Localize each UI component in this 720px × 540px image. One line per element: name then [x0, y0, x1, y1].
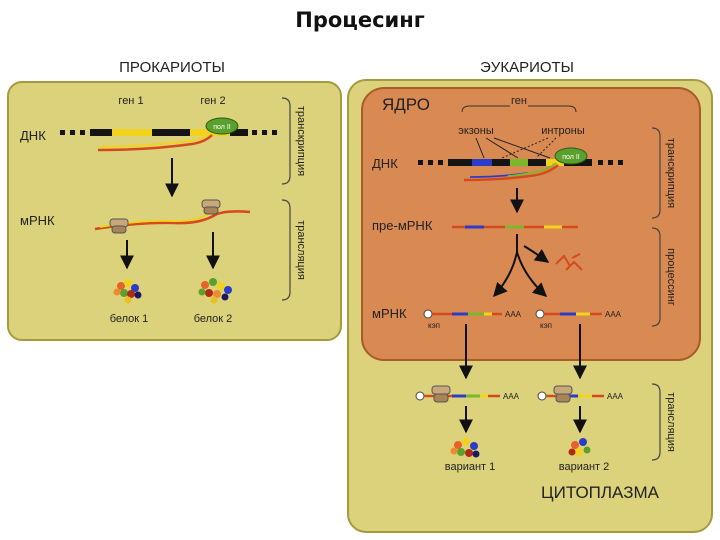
- translation-label: трансляция: [295, 220, 307, 280]
- protein2-label: белок 2: [194, 313, 233, 325]
- cap-label-2: кэп: [540, 321, 552, 330]
- slide-title: Процесинг: [295, 8, 425, 32]
- variant2-protein: [568, 438, 591, 456]
- gene-label: ген: [511, 95, 527, 107]
- gene1-label: ген 1: [118, 95, 143, 107]
- eukaryote-polymerase-label: пол II: [562, 154, 580, 161]
- prokaryote-heading: ПРОКАРИОТЫ: [119, 59, 225, 76]
- prokaryote-panel: ПРОКАРИОТЫ ген 1 ген 2 ДНК пол II мРНК: [7, 59, 342, 341]
- eukaryote-panel: ЭУКАРИОТЫ ЯДРО ген экзоны интроны ДНК: [347, 59, 713, 533]
- prokaryote-box: [7, 81, 342, 341]
- eukaryote-nascent-red: [463, 164, 559, 182]
- ribosome-1: [109, 218, 129, 234]
- eukaryote-dna-label: ДНК: [372, 156, 398, 171]
- protein1-shape: [113, 279, 142, 304]
- cyto-mrna-1: [415, 385, 500, 403]
- variant2-label: вариант 2: [559, 461, 610, 473]
- dna-label: ДНК: [20, 128, 46, 143]
- polya-label-1: AAA: [505, 310, 522, 319]
- transcription-label: транскрипция: [295, 106, 307, 176]
- dna-strand: [60, 129, 277, 136]
- protein1-label: белок 1: [110, 313, 149, 325]
- ribosome-2: [201, 199, 221, 215]
- variant1-protein: [450, 438, 480, 458]
- eukaryote-transcription-label: транскрипция: [665, 138, 677, 208]
- polymerase-shape: [205, 117, 239, 135]
- excised-introns: [555, 253, 583, 271]
- gene-bracket: [461, 105, 577, 113]
- nucleus-label: ЯДРО: [382, 95, 430, 114]
- variant1-label: вариант 1: [445, 461, 496, 473]
- eukaryote-polymerase-shape: [554, 147, 588, 165]
- mature-mrna-2: [535, 309, 602, 319]
- processing-label: процессинг: [665, 248, 677, 306]
- exon-intron-pointers: [475, 137, 557, 159]
- nucleus-box: [361, 87, 701, 361]
- processing-arrow-left: [493, 251, 518, 298]
- processing-arrow-right: [516, 251, 548, 297]
- mrna-label: мРНК: [20, 213, 55, 228]
- translation-brace: [281, 199, 291, 301]
- exons-label: экзоны: [458, 125, 494, 137]
- intron-removal-arrow: [523, 245, 550, 263]
- mature-mrna-1: [423, 309, 502, 319]
- gene2-label: ген 2: [200, 95, 225, 107]
- cytoplasm-label: ЦИТОПЛАЗМА: [541, 483, 660, 502]
- eukaryote-mrna-label: мРНК: [372, 306, 407, 321]
- polya-label-4: AAA: [607, 392, 624, 401]
- introns-label: интроны: [541, 125, 585, 137]
- protein2-shape: [198, 278, 232, 304]
- eukaryote-transcription-brace: [651, 127, 661, 219]
- nascent-mrna-yellow: [99, 132, 211, 148]
- eukaryote-nascent-green: [507, 162, 557, 177]
- cyto-mrna-2: [537, 385, 604, 403]
- mrna-strand-red: [94, 210, 251, 231]
- polya-label-3: AAA: [503, 392, 520, 401]
- transcription-brace: [281, 97, 291, 185]
- eukaryote-heading: ЭУКАРИОТЫ: [480, 59, 574, 76]
- eukaryote-translation-label: трансляция: [665, 392, 677, 452]
- pre-mrna-label: пре-мРНК: [372, 218, 433, 233]
- polymerase-label: пол II: [213, 124, 231, 131]
- processing-brace: [651, 227, 661, 327]
- cap-label-1: кэп: [428, 321, 440, 330]
- eukaryote-translation-brace: [651, 383, 661, 461]
- nascent-mrna-red: [97, 134, 213, 152]
- polya-label-2: AAA: [605, 310, 622, 319]
